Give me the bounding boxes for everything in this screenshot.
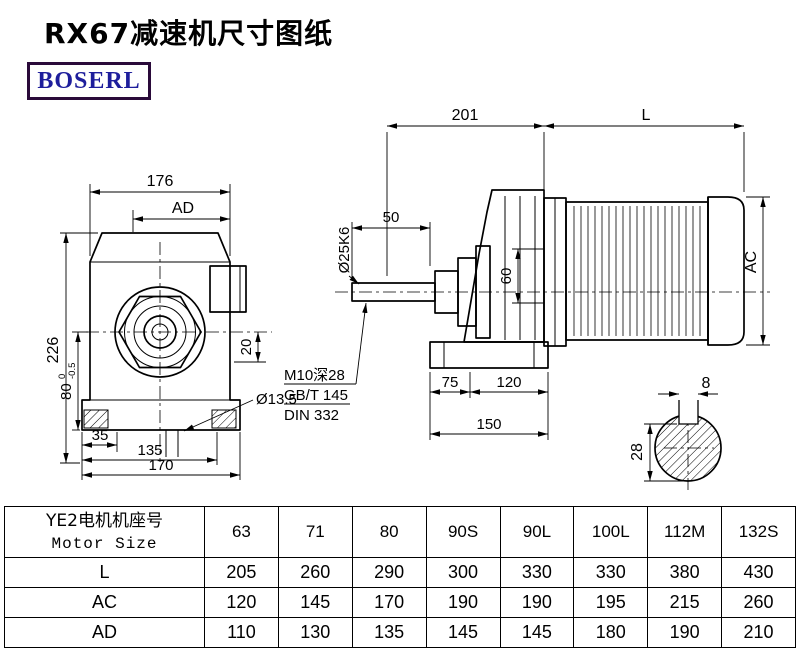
boserl-logo-text: BOSERL	[37, 67, 141, 94]
dim-key-8: 8	[702, 375, 711, 392]
dim-50: 50	[383, 209, 400, 226]
table-cell: 430	[721, 557, 796, 588]
dim-80: 80	[58, 383, 75, 400]
table-cell: 145	[499, 617, 575, 648]
table-cell: 190	[647, 617, 723, 648]
dim-80-group: 80 0 -0.5	[57, 363, 78, 400]
dim-AC: AC	[743, 251, 760, 273]
table-cell: 260	[721, 587, 796, 618]
dim-60: 60	[498, 268, 515, 285]
table-cell: 330	[499, 557, 575, 588]
size-col-112m: 112M	[647, 506, 723, 558]
dim-120: 120	[496, 374, 521, 391]
row-label-AD: AD	[4, 617, 205, 648]
table-cell: 300	[425, 557, 501, 588]
boserl-logo: BOSERL	[27, 62, 151, 100]
table-cell: 260	[277, 557, 353, 588]
dim-ad: AD	[172, 200, 194, 217]
motor-size-header-en: Motor Size	[51, 535, 158, 553]
table-cell: 215	[647, 587, 723, 618]
size-col-80: 80	[351, 506, 427, 558]
side-view: 201 L 50 Ø25K6 60 AC	[284, 107, 770, 440]
dim-20: 20	[238, 339, 255, 356]
dim-shaft-dia: Ø25K6	[336, 227, 353, 274]
table-cell: 290	[351, 557, 427, 588]
table-cell: 205	[204, 557, 279, 588]
dim-150: 150	[476, 416, 501, 433]
dim-75: 75	[442, 374, 459, 391]
front-view-outline	[81, 232, 272, 462]
side-view-dimensions: 201 L 50 Ø25K6 60 AC	[284, 107, 770, 440]
note-gb: GB/T 145	[284, 387, 348, 404]
dim-176: 176	[147, 173, 174, 190]
motor-size-header-cn: YE2电机机座号	[46, 511, 163, 531]
note-thread: M10深28	[284, 367, 345, 384]
row-label-L: L	[4, 557, 205, 588]
row-label-AC: AC	[4, 587, 205, 618]
table-cell: 180	[573, 617, 649, 648]
table-cell: 195	[573, 587, 649, 618]
dim-170: 170	[148, 457, 173, 474]
motor-size-table: YE2电机机座号 Motor Size 63 71 80 90S 90L 100…	[4, 506, 796, 648]
table-cell: 135	[351, 617, 427, 648]
table-cell: 170	[351, 587, 427, 618]
motor-size-header-cell: YE2电机机座号 Motor Size	[4, 506, 205, 558]
table-cell: 330	[573, 557, 649, 588]
dim-28: 28	[629, 443, 646, 461]
size-col-100l: 100L	[573, 506, 649, 558]
dim-35: 35	[92, 427, 109, 444]
table-header-row: YE2电机机座号 Motor Size 63 71 80 90S 90L 100…	[4, 506, 796, 558]
front-view: 176 AD 226 80 0 -0.5	[45, 173, 297, 480]
page-title: RX67减速机尺寸图纸	[44, 17, 334, 50]
dim-80-tol-upper: 0	[57, 374, 68, 379]
shaft-section-detail: 8 28	[629, 375, 722, 490]
table-cell: 145	[425, 617, 501, 648]
dimension-drawing: 176 AD 226 80 0 -0.5	[45, 107, 770, 490]
table-row-AD: AD 110 130 135 145 145 180 190 210	[4, 617, 796, 648]
table-row-AC: AC 120 145 170 190 190 195 215 260	[4, 587, 796, 618]
dim-80-tol-lower: -0.5	[67, 363, 78, 379]
table-cell: 190	[499, 587, 575, 618]
size-col-71: 71	[277, 506, 353, 558]
size-col-90l: 90L	[499, 506, 575, 558]
motor-fins	[573, 206, 701, 336]
size-col-63: 63	[204, 506, 279, 558]
table-cell: 380	[647, 557, 723, 588]
table-cell: 190	[425, 587, 501, 618]
table-cell: 210	[721, 617, 796, 648]
dim-201: 201	[452, 107, 479, 124]
front-view-dimensions: 176 AD 226 80 0 -0.5	[45, 173, 297, 480]
table-cell: 110	[204, 617, 279, 648]
size-col-132s: 132S	[721, 506, 796, 558]
table-cell: 145	[277, 587, 353, 618]
table-cell: 120	[204, 587, 279, 618]
table-row-L: L 205 260 290 300 330 330 380 430	[4, 557, 796, 588]
dim-135: 135	[137, 442, 162, 459]
dim-226: 226	[45, 337, 62, 364]
side-view-outline	[335, 189, 770, 369]
note-din: DIN 332	[284, 407, 339, 424]
table-cell: 130	[277, 617, 353, 648]
size-col-90s: 90S	[425, 506, 501, 558]
dim-L: L	[642, 107, 651, 124]
